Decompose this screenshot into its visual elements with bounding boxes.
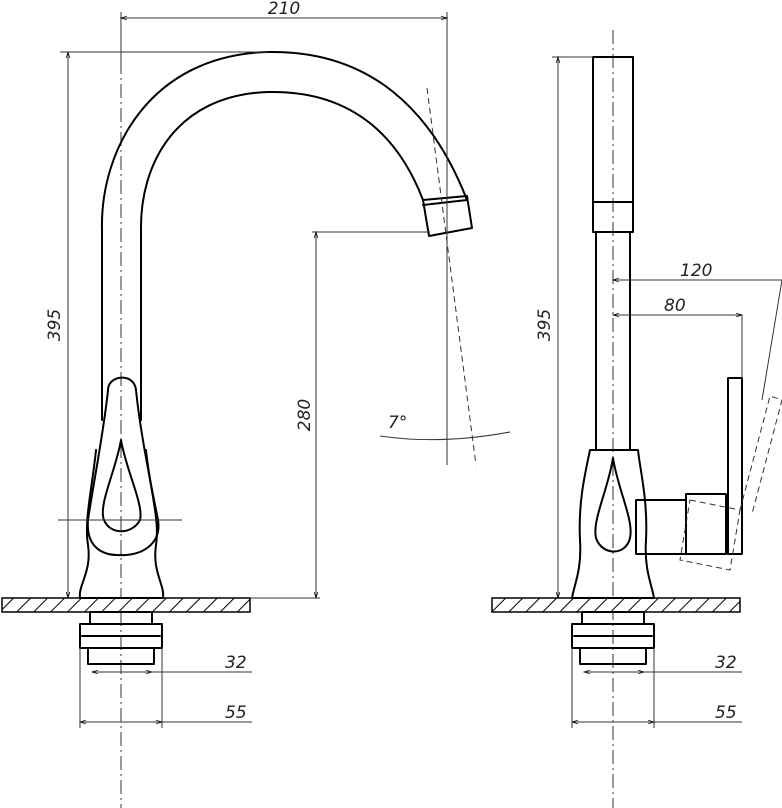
side-nut-label: 32 (715, 653, 737, 673)
front-angle-label: 7° (388, 413, 407, 433)
side-height-label: 395 (535, 309, 555, 341)
side-handle-block (685, 493, 727, 555)
side-countertop (491, 597, 741, 613)
side-handle-lever (727, 377, 743, 555)
front-spout-axis (426, 87, 477, 466)
front-nut-label: 32 (225, 653, 247, 673)
front-spout-outer (100, 50, 468, 231)
side-handle-alt (679, 395, 782, 571)
front-height-label: 395 (45, 309, 65, 341)
side-body (571, 449, 655, 599)
side-base-label: 55 (715, 703, 737, 723)
front-spout-tip (422, 195, 473, 237)
front-spout-inner (139, 90, 424, 231)
front-view: 210 395 280 7° 32 55 (1, 0, 511, 808)
side-handle-collar (635, 499, 687, 555)
front-lever (86, 376, 160, 557)
front-countertop (1, 597, 251, 613)
side-reach-label: 120 (680, 261, 712, 281)
side-body-drop (594, 457, 632, 553)
front-width-label: 210 (268, 0, 300, 19)
side-spout-band (592, 201, 634, 233)
front-spout-height-label: 280 (295, 399, 315, 431)
side-view: 395 120 80 32 55 (491, 30, 782, 808)
side-offset-label: 80 (664, 296, 686, 316)
front-lever-slot (101, 439, 142, 533)
front-angle-arc (379, 431, 511, 441)
side-nut-lower (579, 647, 647, 665)
front-base-label: 55 (225, 703, 247, 723)
front-spout-band (422, 199, 468, 206)
front-body-base (78, 449, 165, 599)
side-reach-ext (761, 279, 782, 401)
front-nut-lower (87, 647, 155, 665)
